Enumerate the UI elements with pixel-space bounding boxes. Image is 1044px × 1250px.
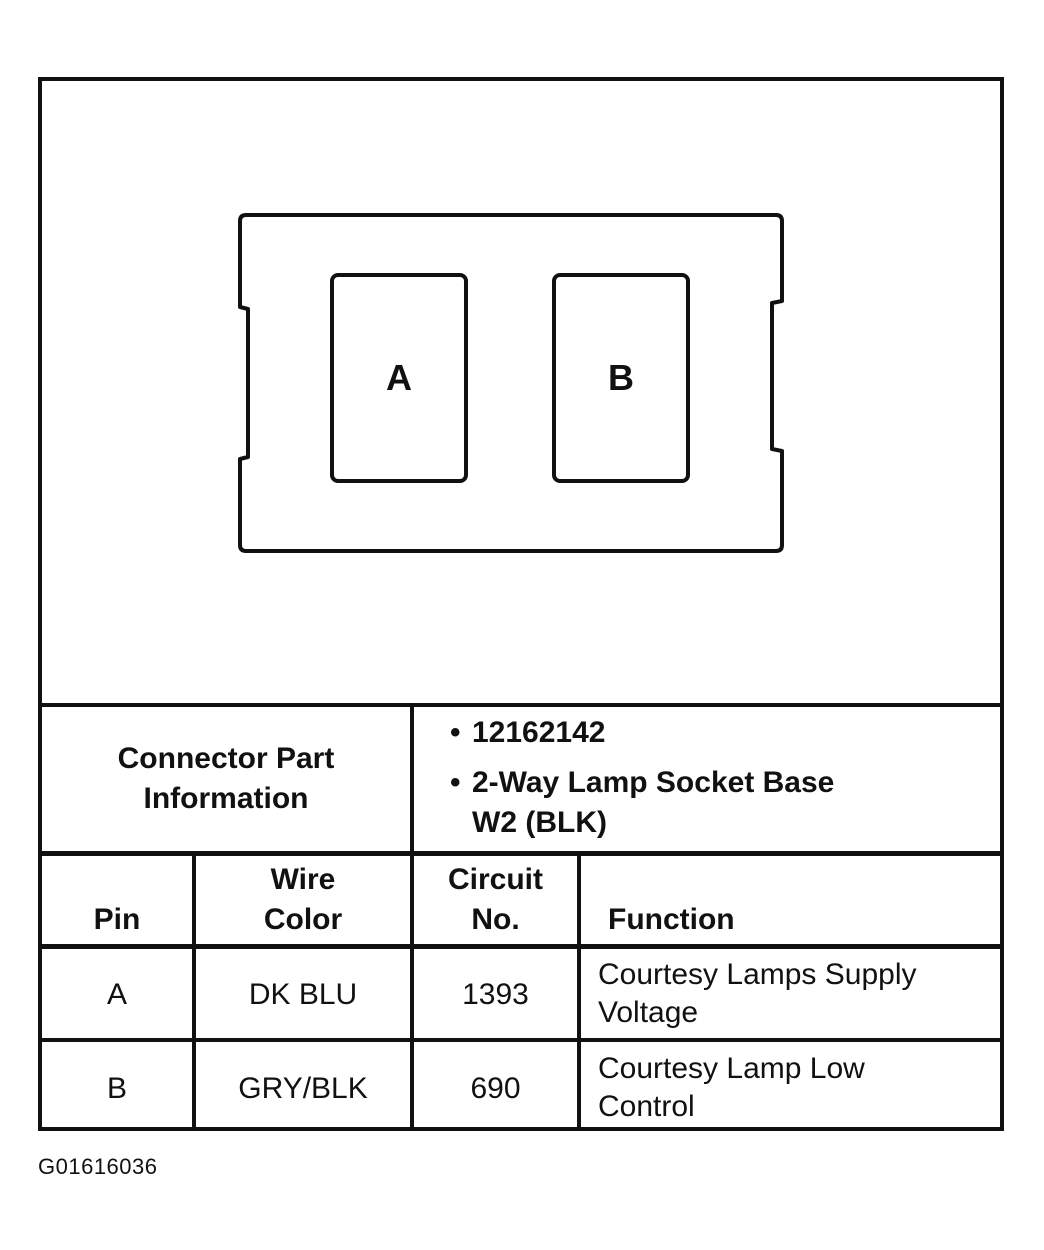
part-info-label-line2: Information <box>143 782 309 815</box>
header-divider <box>42 944 1000 949</box>
row-a-circuit: 1393 <box>462 978 529 1011</box>
row-b-wire-color: GRY/BLK <box>238 1072 368 1105</box>
row-b-function-line2: Control <box>598 1090 695 1123</box>
row-divider <box>42 1038 1000 1042</box>
pin-cavity-a <box>330 273 468 483</box>
pin-cavity-b <box>552 273 690 483</box>
figure-id: G01616036 <box>38 1154 158 1179</box>
part-info-values: • 12162142 • 2-Way Lamp Socket Base W2 (… <box>414 707 1000 851</box>
connector-housing-outline <box>238 213 784 553</box>
part-description-line1: 2-Way Lamp Socket Base <box>472 766 835 799</box>
column-divider <box>577 856 581 1127</box>
pin-label-b: B <box>608 357 634 398</box>
header-pin: Pin <box>93 903 141 936</box>
part-number: 12162142 <box>472 716 606 749</box>
column-divider <box>192 856 196 1127</box>
header-wire-color-line1: Wire <box>270 863 336 896</box>
bullet-marker: • <box>450 766 461 799</box>
connector-face-diagram <box>238 213 784 553</box>
column-divider <box>410 856 414 1127</box>
header-circuit-line2: No. <box>471 903 520 936</box>
row-a-pin: A <box>106 978 127 1011</box>
part-info-row: Connector Part Information • 12162142 • … <box>42 707 1000 856</box>
row-a-function-line2: Voltage <box>598 996 699 1029</box>
pinout-table: Pin Wire Color Circuit No. Function A DK… <box>42 856 1000 1127</box>
row-b-function-line1: Courtesy Lamp Low <box>598 1052 865 1085</box>
header-function: Function <box>608 903 735 936</box>
pin-label-a: A <box>386 357 412 398</box>
part-description-line2: W2 (BLK) <box>472 806 607 839</box>
row-b-pin: B <box>106 1072 127 1105</box>
bullet-marker: • <box>450 716 461 749</box>
part-info-label-line1: Connector Part <box>117 742 335 775</box>
row-b-circuit: 690 <box>470 1072 521 1105</box>
connector-diagram-area: A B <box>42 81 1000 707</box>
connector-info-frame: A B Connector Part Information • 1216214… <box>38 77 1004 1131</box>
header-wire-color-line2: Color <box>263 903 343 936</box>
part-info-label: Connector Part Information <box>42 707 414 851</box>
row-a-wire-color: DK BLU <box>248 978 358 1011</box>
header-circuit-line1: Circuit <box>447 863 543 896</box>
row-a-function-line1: Courtesy Lamps Supply <box>598 958 917 991</box>
